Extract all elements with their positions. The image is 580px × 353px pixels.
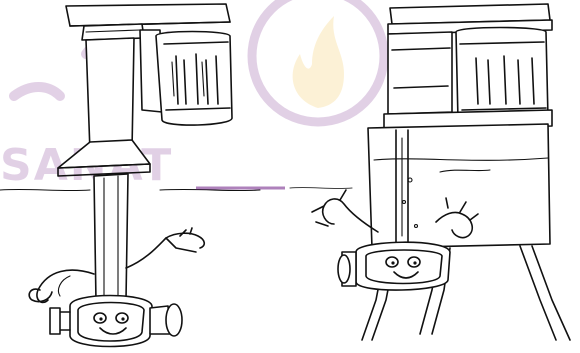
left-pump-casing	[50, 296, 182, 347]
right-arm-left	[323, 199, 378, 232]
right-leg-right	[520, 246, 570, 340]
right-tank-pump	[312, 4, 570, 340]
left-column-upper	[86, 38, 134, 152]
watermark-flame-icon	[293, 16, 344, 108]
right-pump-casing	[338, 242, 450, 290]
right-column-upper	[388, 32, 452, 114]
left-pump-shaft	[94, 174, 128, 302]
left-motor	[140, 30, 232, 125]
